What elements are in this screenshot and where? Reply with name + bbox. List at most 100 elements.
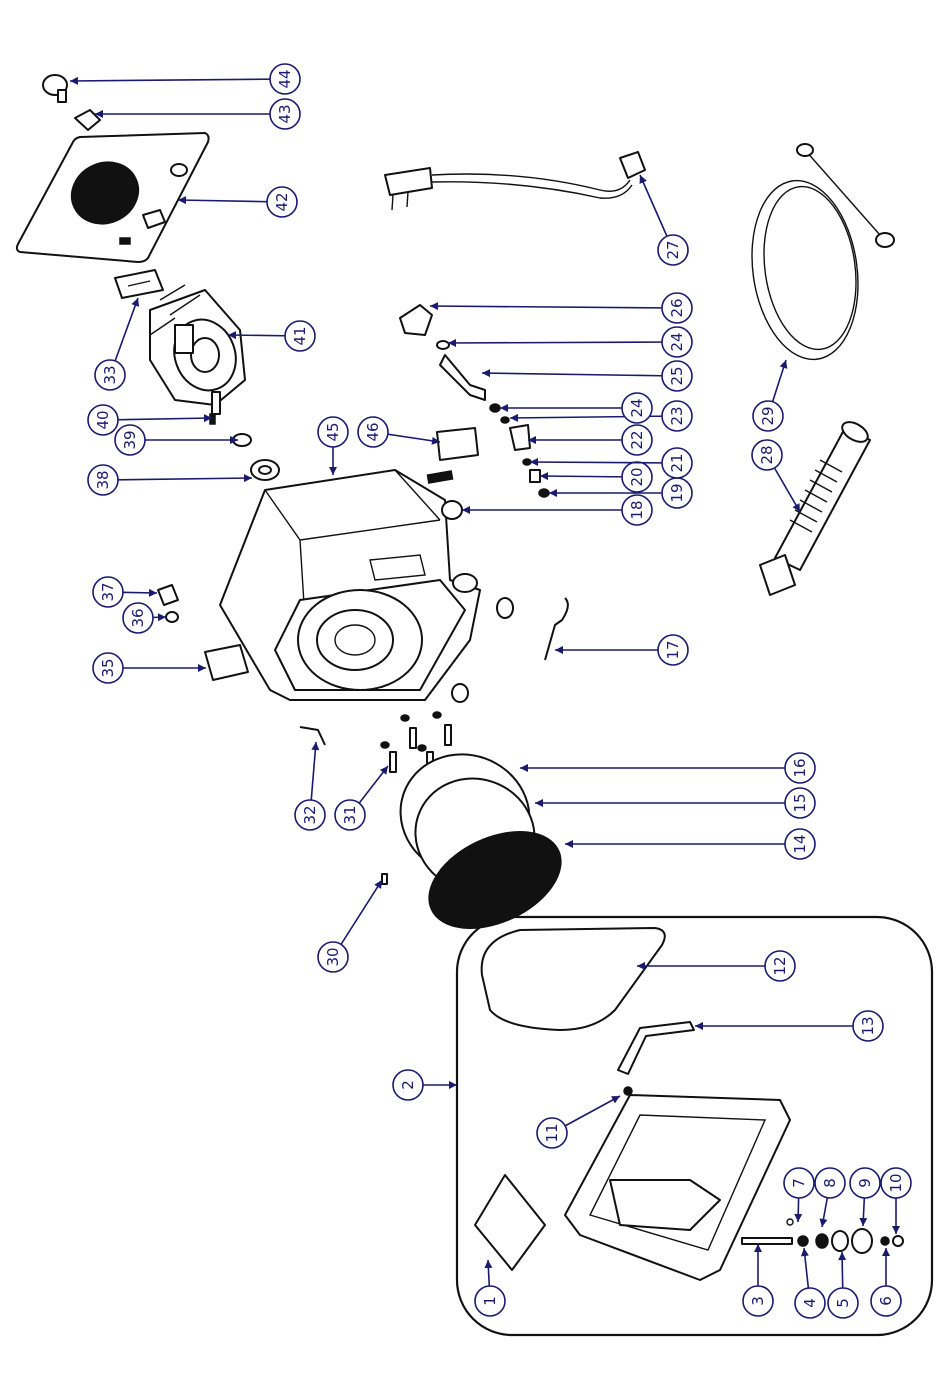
callout-label: 10: [887, 1173, 905, 1192]
callout-c6: 6: [871, 1248, 901, 1316]
leader-line: [70, 79, 285, 81]
callout-c23: 23: [510, 401, 692, 431]
callout-label: 20: [628, 467, 646, 486]
leader-line: [482, 373, 677, 376]
motor-part: [150, 285, 246, 414]
door-glass-part: [475, 1175, 545, 1270]
callout-label: 6: [877, 1296, 895, 1306]
arrowhead-icon: [510, 414, 518, 422]
foot-part: [497, 598, 513, 618]
arrowhead-icon: [819, 1218, 827, 1227]
callout-label: 24: [628, 398, 646, 417]
arrowhead-icon: [549, 489, 557, 497]
hinge-shaft-part: [742, 1238, 792, 1244]
callout-label: 42: [273, 192, 291, 211]
callout-c38: 38: [88, 465, 252, 495]
arrowhead-icon: [158, 613, 166, 621]
power-cord-part: [385, 152, 645, 210]
callout-label: 27: [664, 240, 682, 259]
arrowhead-icon: [329, 467, 337, 475]
arrowhead-icon: [695, 1022, 703, 1030]
callout-c9: 9: [850, 1168, 880, 1226]
capacitor-part: [115, 270, 163, 298]
callout-c45: 45: [318, 417, 348, 475]
callout-c1: 1: [475, 1260, 505, 1316]
arrowhead-icon: [794, 1214, 802, 1222]
callout-label: 23: [668, 406, 686, 425]
callout-label: 2: [399, 1080, 417, 1090]
callout-c43: 43: [95, 99, 300, 129]
arrowhead-icon: [859, 1218, 867, 1226]
plug-clip-part: [75, 110, 100, 130]
callout-label: 43: [276, 104, 294, 123]
callout-label: 15: [791, 793, 809, 812]
main-housing-part: [220, 470, 480, 700]
arrowhead-icon: [244, 474, 252, 482]
callout-c10: 10: [881, 1168, 911, 1234]
leader-line: [448, 342, 677, 343]
callout-c5: 5: [828, 1252, 858, 1318]
callout-label: 30: [324, 947, 342, 966]
arrowhead-icon: [892, 1226, 900, 1234]
callout-label: 22: [628, 430, 646, 449]
callout-label: 31: [341, 805, 359, 824]
hinge-hardware-part: [787, 1219, 903, 1253]
callout-label: 44: [276, 69, 294, 88]
callout-label: 3: [749, 1296, 767, 1306]
callout-label: 41: [291, 326, 309, 345]
callout-c3: 3: [743, 1244, 773, 1316]
callout-label: 26: [668, 298, 686, 317]
switch-block-part: [205, 645, 248, 680]
handle-rod-part: [618, 1022, 694, 1074]
arrowhead-icon: [540, 472, 548, 480]
callout-c46: 46: [358, 417, 440, 447]
callout-c21: 21: [530, 448, 692, 478]
callout-c29: 29: [753, 360, 787, 431]
arrowhead-icon: [555, 646, 563, 654]
arrowhead-icon: [754, 1244, 762, 1252]
callout-c18: 18: [462, 495, 652, 525]
callout-c27: 27: [640, 175, 688, 265]
callout-c33: 33: [95, 298, 139, 390]
callout-label: 38: [94, 470, 112, 489]
callout-label: 4: [801, 1298, 819, 1308]
callout-label: 8: [821, 1178, 839, 1188]
callout-label: 1: [481, 1296, 499, 1306]
callout-c16: 16: [520, 753, 815, 783]
callout-c35: 35: [93, 653, 206, 683]
pin-part: [210, 414, 215, 424]
bolt-part: [624, 1087, 632, 1095]
knob-part: [43, 75, 67, 102]
callout-label: 19: [668, 483, 686, 502]
valve-assembly-part: [400, 305, 549, 497]
arrowhead-icon: [482, 369, 490, 377]
callout-label: 17: [664, 640, 682, 659]
callout-c15: 15: [535, 788, 815, 818]
callout-c20: 20: [540, 462, 652, 492]
arrowhead-icon: [374, 880, 382, 889]
callout-c37: 37: [93, 577, 157, 607]
small-screw-part: [382, 874, 387, 884]
callout-c2: 2: [393, 1070, 457, 1100]
callout-c7: 7: [784, 1168, 814, 1222]
callout-c28: 28: [752, 440, 800, 512]
callout-c25: 25: [482, 361, 692, 391]
callout-label: 18: [628, 500, 646, 519]
foot-part: [452, 684, 468, 702]
callout-label: 33: [101, 365, 119, 384]
back-cover-plate-part: [17, 133, 209, 262]
callout-label: 21: [668, 453, 686, 472]
callout-c36: 36: [123, 603, 166, 633]
callout-c24a: 24: [448, 327, 692, 357]
callout-c8: 8: [815, 1168, 845, 1227]
callout-label: 13: [859, 1016, 877, 1035]
callout-label: 24: [668, 332, 686, 351]
bushing-part: [251, 460, 279, 480]
callout-c14: 14: [565, 829, 815, 859]
arrowhead-icon: [70, 77, 78, 85]
arrowhead-icon: [838, 1252, 846, 1260]
arrowhead-icon: [520, 764, 528, 772]
callout-label: 12: [771, 956, 789, 975]
callout-c22: 22: [528, 425, 652, 455]
callout-c30: 30: [318, 880, 382, 972]
